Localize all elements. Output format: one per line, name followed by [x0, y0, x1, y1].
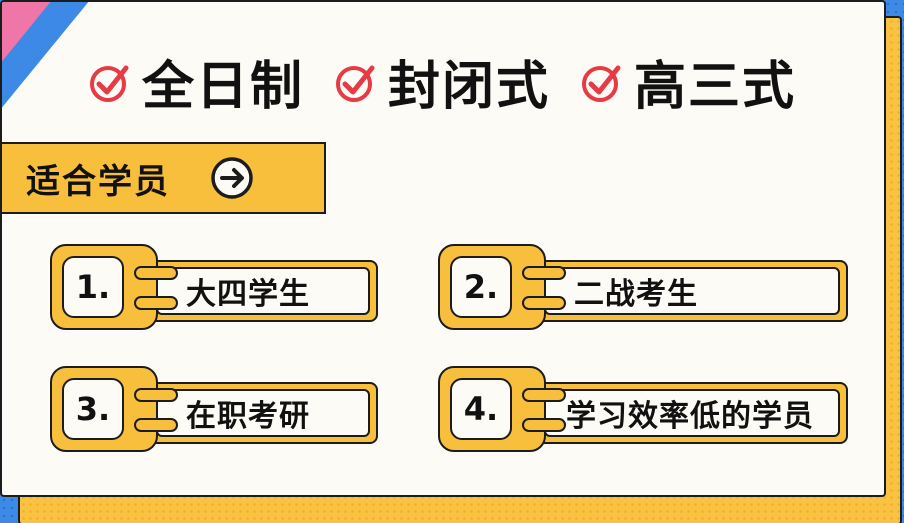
corner-pink-triangle — [2, 2, 52, 64]
headline-item-fulltime: 全日制 — [88, 44, 304, 119]
binder-ring-icon — [522, 296, 566, 310]
main-card: 全日制 封闭式 高三式 适合学员 — [0, 0, 886, 497]
item-number-frame: 2. — [438, 244, 546, 330]
item-number-frame: 1. — [50, 244, 158, 330]
arrow-right-circle-icon — [211, 157, 253, 199]
check-circle-icon — [582, 65, 621, 102]
item-number-frame: 3. — [50, 366, 158, 452]
list-item: 二战考生 2. — [438, 244, 850, 330]
item-number: 1. — [62, 256, 124, 318]
binder-ring-icon — [134, 266, 178, 280]
item-number-frame: 4. — [438, 366, 546, 452]
binder-ring-icon — [134, 296, 178, 310]
headline-text: 全日制 — [142, 57, 305, 117]
binder-ring-icon — [134, 418, 178, 432]
binder-ring-icon — [522, 388, 566, 402]
item-label: 大四学生 — [156, 267, 370, 315]
item-label-frame: 学习效率低的学员 — [534, 382, 848, 444]
binder-ring-icon — [522, 418, 566, 432]
headline-text: 高三式 — [634, 57, 797, 117]
item-number: 3. — [62, 378, 124, 440]
item-label-frame: 大四学生 — [146, 260, 378, 322]
list-item: 大四学生 1. — [50, 244, 380, 330]
headline-item-senior-style: 高三式 — [580, 44, 796, 119]
item-number: 2. — [450, 256, 512, 318]
suitable-students-label: 适合学员 — [26, 161, 170, 202]
binder-ring-icon — [522, 266, 566, 280]
headline-item-closed: 封闭式 — [334, 44, 550, 119]
headline: 全日制 封闭式 高三式 — [88, 44, 796, 119]
item-label-frame: 二战考生 — [534, 260, 848, 322]
item-label-frame: 在职考研 — [146, 382, 378, 444]
check-circle-icon — [90, 65, 129, 102]
item-label: 在职考研 — [156, 389, 370, 437]
item-label: 学习效率低的学员 — [544, 389, 840, 437]
suitable-students-tab: 适合学员 — [2, 142, 332, 220]
headline-text: 封闭式 — [388, 57, 551, 117]
list-item: 学习效率低的学员 4. — [438, 366, 850, 452]
check-circle-icon — [336, 65, 375, 102]
binder-ring-icon — [134, 388, 178, 402]
item-number: 4. — [450, 378, 512, 440]
item-label: 二战考生 — [544, 267, 840, 315]
list-item: 在职考研 3. — [50, 366, 380, 452]
